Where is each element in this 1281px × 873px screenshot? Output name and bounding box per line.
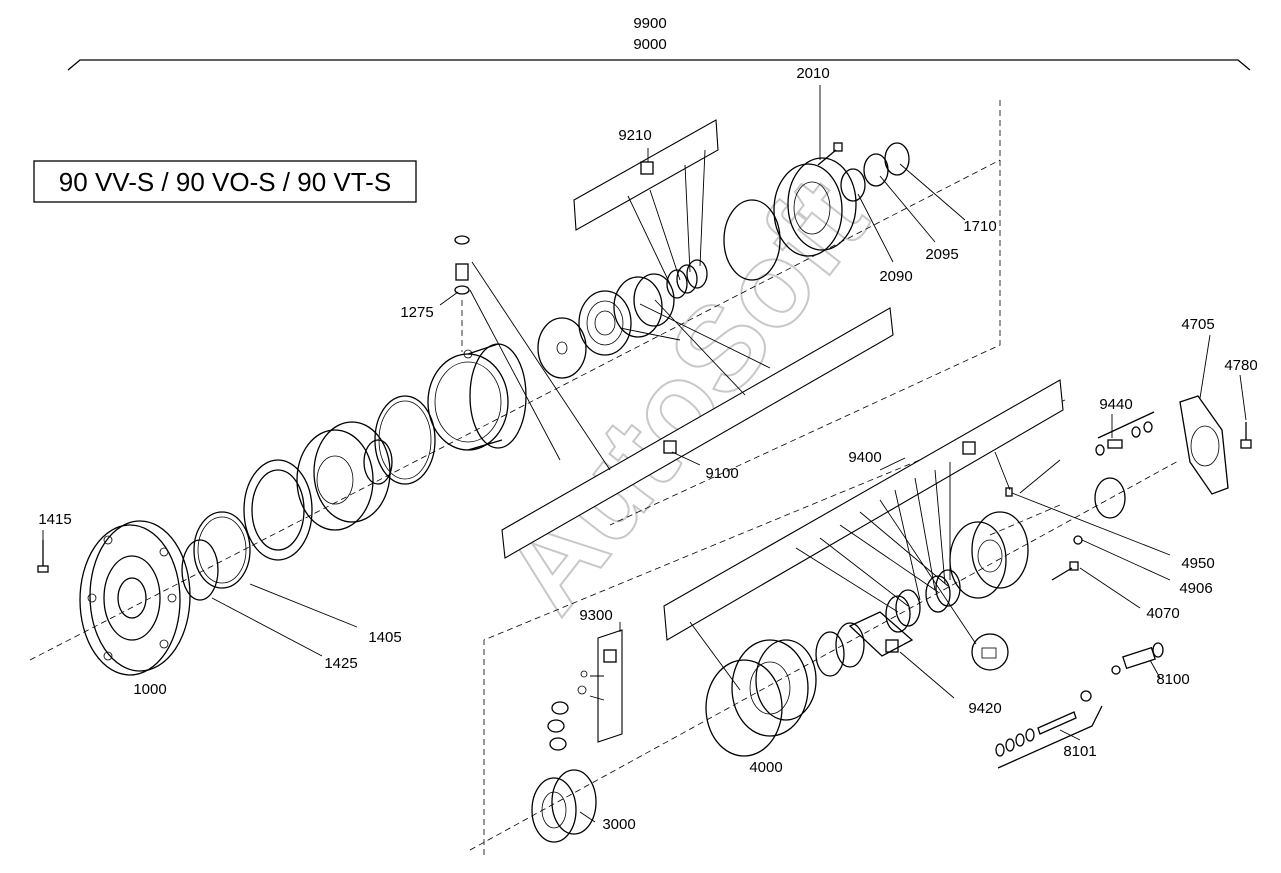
part-2090-ring bbox=[840, 168, 866, 202]
label-8100: 8100 bbox=[1156, 671, 1189, 688]
part-bearing-balls bbox=[243, 459, 313, 561]
watermark-text: AutoSoft bbox=[475, 154, 892, 636]
label-9100: 9100 bbox=[705, 465, 738, 482]
part-1415-bolt bbox=[37, 540, 49, 573]
label-4906: 4906 bbox=[1179, 580, 1212, 597]
part-9440-valve-kit bbox=[1095, 411, 1155, 456]
label-2095: 2095 bbox=[925, 246, 958, 263]
leader-lines bbox=[42, 85, 1247, 823]
label-1405: 1405 bbox=[368, 629, 401, 646]
part-4906-nut bbox=[1073, 535, 1083, 545]
label-1425: 1425 bbox=[324, 655, 357, 672]
part-springs bbox=[885, 569, 961, 633]
label-4950: 4950 bbox=[1181, 555, 1214, 572]
label-9300: 9300 bbox=[579, 607, 612, 624]
part-valve-housing bbox=[949, 511, 1029, 599]
part-1405-o-ring bbox=[193, 511, 251, 589]
label-9420: 9420 bbox=[968, 700, 1001, 717]
label-4780: 4780 bbox=[1224, 357, 1257, 374]
label-3000: 3000 bbox=[602, 816, 635, 833]
part-drive-housing bbox=[296, 421, 393, 531]
model-title: 90 VV-S / 90 VO-S / 90 VT-S bbox=[59, 167, 391, 197]
part-end-cap bbox=[773, 157, 857, 257]
part-right-o-ring bbox=[1094, 477, 1126, 519]
part-1710-ring bbox=[884, 142, 910, 176]
label-9210: 9210 bbox=[618, 127, 651, 144]
part-9420-plate bbox=[848, 611, 914, 657]
kit-9210-box bbox=[573, 119, 719, 231]
part-8101-kit bbox=[995, 690, 1103, 769]
kit-9300-box bbox=[597, 629, 623, 743]
label-1710: 1710 bbox=[963, 218, 996, 235]
part-4950-pin bbox=[1005, 487, 1013, 497]
part-large-o-ring bbox=[723, 199, 781, 281]
part-1000-flange bbox=[79, 520, 191, 676]
assembly-bracket bbox=[67, 59, 1251, 71]
part-small-hardware bbox=[547, 670, 588, 751]
label-1415: 1415 bbox=[38, 511, 71, 528]
part-detail-callout bbox=[971, 633, 1009, 671]
label-2090: 2090 bbox=[879, 268, 912, 285]
part-number-labels: 2010 9210 1710 2095 2090 1275 4705 4780 … bbox=[38, 65, 1257, 833]
part-disc bbox=[537, 317, 587, 379]
part-3000-rotor bbox=[531, 769, 597, 843]
label-4070: 4070 bbox=[1146, 605, 1179, 622]
label-9400: 9400 bbox=[848, 449, 881, 466]
part-bearing-cup bbox=[578, 290, 632, 356]
lower-axis-line bbox=[469, 399, 1181, 855]
label-4705: 4705 bbox=[1181, 316, 1214, 333]
part-4070-bolt bbox=[1051, 561, 1079, 581]
part-coupling-sleeve bbox=[815, 622, 865, 677]
part-8100-fitting bbox=[1111, 642, 1164, 675]
label-9440: 9440 bbox=[1099, 396, 1132, 413]
assembly-top-number: 9900 bbox=[633, 15, 666, 32]
kit-9100-bar bbox=[501, 307, 894, 559]
part-1425-ring bbox=[181, 539, 219, 601]
part-2010-bolt bbox=[817, 142, 843, 166]
part-housing-ring bbox=[374, 395, 436, 485]
part-thin-ring-b bbox=[633, 273, 675, 327]
part-4705-cover bbox=[1179, 395, 1229, 495]
part-main-housing bbox=[427, 343, 527, 451]
part-1275-valve bbox=[454, 235, 470, 352]
part-4000-gerotor bbox=[705, 639, 817, 757]
label-4000: 4000 bbox=[749, 759, 782, 776]
label-8101: 8101 bbox=[1063, 743, 1096, 760]
model-title-box bbox=[33, 160, 417, 203]
label-1000: 1000 bbox=[133, 681, 166, 698]
label-1275: 1275 bbox=[400, 304, 433, 321]
upper-axis-line bbox=[29, 100, 1001, 661]
kit-9400-bar bbox=[663, 379, 1064, 641]
part-4780-screw bbox=[1240, 422, 1252, 449]
label-2010: 2010 bbox=[796, 65, 829, 82]
assembly-sub-number: 9000 bbox=[633, 36, 666, 53]
